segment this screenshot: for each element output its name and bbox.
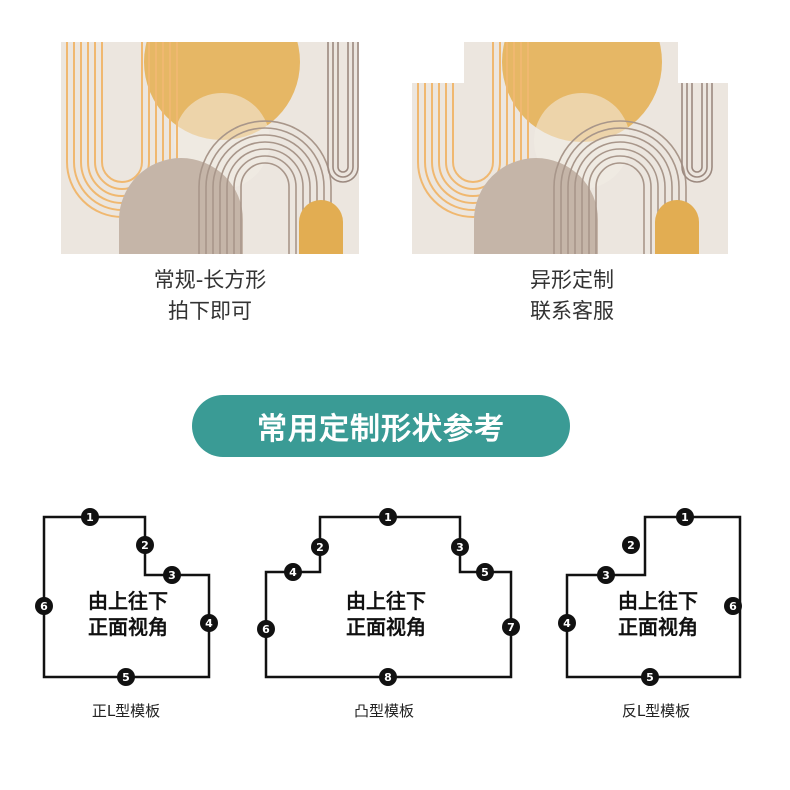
edge-marker-dot — [558, 614, 576, 632]
card-caption-line2: 联系客服 — [530, 299, 614, 323]
center-text-line2: 正面视角 — [618, 615, 698, 639]
edge-marker-number: 2 — [141, 539, 149, 552]
card-caption-line1: 常规-长方形 — [153, 268, 267, 292]
edge-marker: 4 — [200, 614, 218, 632]
center-text-line2: 正面视角 — [88, 615, 168, 639]
edge-marker-dot — [502, 618, 520, 636]
edge-marker: 6 — [724, 597, 742, 615]
edge-marker-number: 3 — [602, 569, 610, 582]
edge-marker: 1 — [81, 508, 99, 526]
edge-marker-number: 5 — [646, 671, 654, 684]
edge-marker-number: 4 — [563, 617, 571, 630]
edge-marker: 1 — [676, 508, 694, 526]
edge-marker: 6 — [257, 620, 275, 638]
edge-marker: 6 — [35, 597, 53, 615]
edge-marker-dot — [451, 538, 469, 556]
edge-marker-dot — [476, 563, 494, 581]
edge-marker-dot — [676, 508, 694, 526]
edge-marker-number: 1 — [681, 511, 689, 524]
edge-marker: 3 — [163, 566, 181, 584]
rug-rectangle-image — [61, 42, 359, 254]
edge-marker: 3 — [451, 538, 469, 556]
edge-marker-dot — [35, 597, 53, 615]
edge-marker-dot — [136, 536, 154, 554]
card-caption-custom: 异形定制 联系客服 — [472, 265, 672, 327]
edge-marker: 8 — [379, 668, 397, 686]
edge-marker-number: 6 — [40, 600, 48, 613]
edge-marker-number: 3 — [168, 569, 176, 582]
template-2-center-text: 由上往下 正面视角 — [336, 588, 436, 640]
edge-marker-dot — [379, 668, 397, 686]
edge-marker-number: 6 — [729, 600, 737, 613]
edge-marker-dot — [597, 566, 615, 584]
edge-marker-number: 1 — [384, 511, 392, 524]
center-text-line1: 由上往下 — [88, 589, 168, 613]
edge-marker-dot — [117, 668, 135, 686]
edge-marker-dot — [81, 508, 99, 526]
edge-marker: 7 — [502, 618, 520, 636]
edge-marker-dot — [311, 538, 329, 556]
edge-marker-dot — [724, 597, 742, 615]
edge-marker-number: 3 — [456, 541, 464, 554]
center-text-line1: 由上往下 — [346, 589, 426, 613]
edge-marker-number: 1 — [86, 511, 94, 524]
card-caption-rectangle: 常规-长方形 拍下即可 — [110, 265, 310, 327]
edge-marker: 1 — [379, 508, 397, 526]
edge-marker-dot — [622, 536, 640, 554]
edge-marker: 4 — [558, 614, 576, 632]
edge-marker-number: 5 — [481, 566, 489, 579]
edge-marker: 3 — [597, 566, 615, 584]
template-2-label: 凸型模板 — [353, 702, 414, 720]
template-3-label: 反L型模板 — [621, 702, 691, 720]
template-1-label: 正L型模板 — [91, 702, 161, 720]
edge-marker-number: 4 — [289, 566, 297, 579]
edge-marker: 2 — [622, 536, 640, 554]
edge-marker: 5 — [117, 668, 135, 686]
edge-marker-dot — [200, 614, 218, 632]
edge-marker-dot — [163, 566, 181, 584]
rug-custom-shape-image — [412, 42, 728, 254]
edge-marker: 2 — [311, 538, 329, 556]
edge-marker-number: 4 — [205, 617, 213, 630]
edge-marker-dot — [284, 563, 302, 581]
edge-marker-number: 6 — [262, 623, 270, 636]
card-caption-line2: 拍下即可 — [168, 299, 252, 323]
edge-marker-number: 5 — [122, 671, 130, 684]
template-1-center-text: 由上往下 正面视角 — [78, 588, 178, 640]
edge-marker: 5 — [476, 563, 494, 581]
section-title-banner: 常用定制形状参考 — [192, 395, 570, 457]
center-text-line2: 正面视角 — [346, 615, 426, 639]
edge-marker-dot — [641, 668, 659, 686]
edge-marker-number: 2 — [316, 541, 324, 554]
center-text-line1: 由上往下 — [618, 589, 698, 613]
edge-marker-dot — [379, 508, 397, 526]
edge-marker-dot — [257, 620, 275, 638]
card-caption-line1: 异形定制 — [530, 268, 614, 292]
edge-marker: 2 — [136, 536, 154, 554]
edge-marker-number: 8 — [384, 671, 392, 684]
edge-marker-number: 7 — [507, 621, 515, 634]
edge-marker: 5 — [641, 668, 659, 686]
edge-marker-number: 2 — [627, 539, 635, 552]
edge-marker: 4 — [284, 563, 302, 581]
template-3-center-text: 由上往下 正面视角 — [608, 588, 708, 640]
